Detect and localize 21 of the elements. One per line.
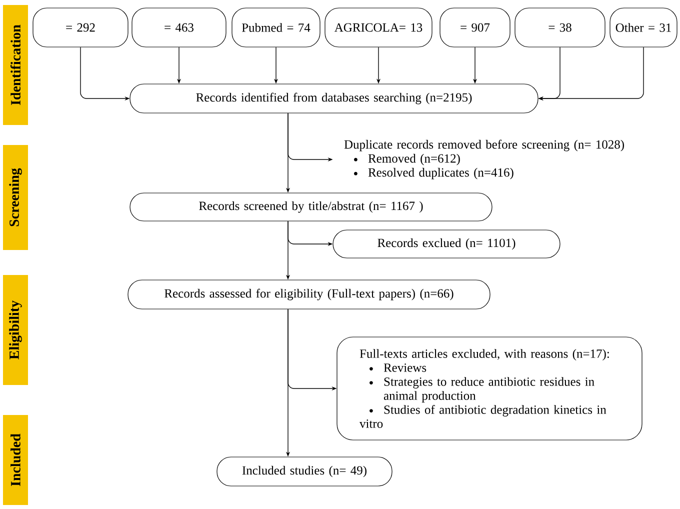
node-label: Resolved duplicates (n=416) xyxy=(368,168,514,180)
rounded-box: = 463 xyxy=(132,8,226,48)
rounded-box: AGRICOLA= 13 xyxy=(324,8,432,48)
rounded-box: Records assessed for eligibility (Full-text papers) (n=66) xyxy=(128,280,490,310)
node-label: Removed (n=612) xyxy=(368,154,460,166)
stage-band: Eligibility xyxy=(3,275,28,385)
rounded-box: Included studies (n= 49) xyxy=(216,456,392,486)
rounded-box: Other = 31 xyxy=(610,8,678,48)
rounded-box: Records exclued (n= 1101) xyxy=(332,230,560,258)
bullet-list: Duplicate records removed before screening (n= 1028) Removed (n=612) Resolved duplicates (n=416) xyxy=(344,140,624,180)
rounded-box: Records identified from databases searching (n=2195) xyxy=(130,84,538,114)
rounded-box: = 38 xyxy=(514,8,606,48)
rounded-box: = 292 xyxy=(32,8,128,48)
stage-band: Identification xyxy=(3,5,28,125)
stage-band: Screening xyxy=(3,145,28,250)
rounded-box: = 907 xyxy=(440,8,510,48)
rounded-box: Pubmed = 74 xyxy=(232,8,320,48)
stage-band: Included xyxy=(3,415,28,505)
rounded-box: Full-texts articles excluded, with reasons (n=17): Reviews Strategies to reduce antibiotic residues in animal production Studies of antibiotic degradation kinetics in vitro xyxy=(336,336,642,440)
rounded-box: Records screened by title/abstrat (n= 1167 ) xyxy=(130,192,492,222)
node-label: Duplicate records removed before screening (n= 1028) xyxy=(344,140,624,152)
